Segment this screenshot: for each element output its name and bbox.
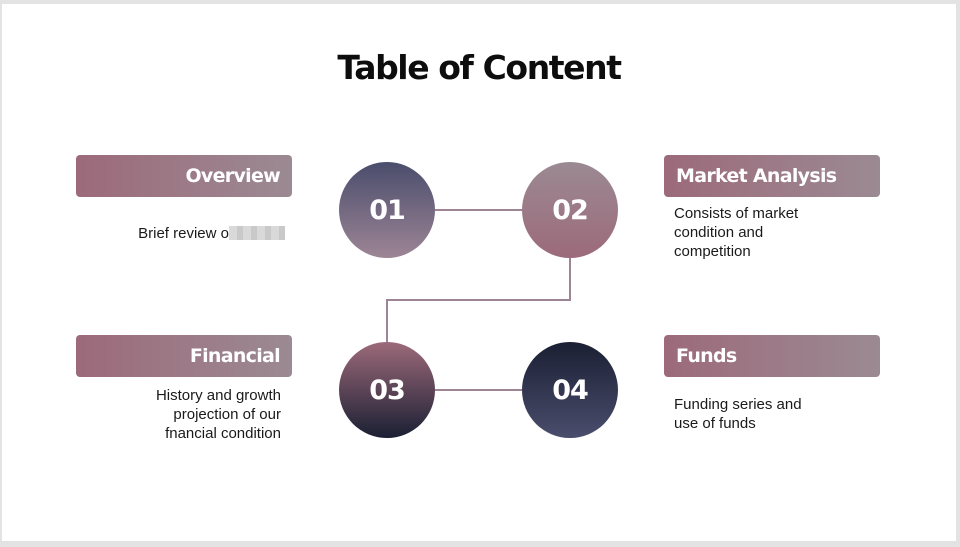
slide: Table of Content Overview Brief review o… bbox=[2, 4, 956, 541]
desc-line: competition bbox=[674, 243, 751, 260]
desc-line: projection of our bbox=[173, 406, 281, 423]
page-title: Table of Content bbox=[337, 48, 622, 87]
desc-line: use of funds bbox=[674, 415, 756, 432]
label-market-analysis: Market Analysis bbox=[664, 155, 880, 197]
desc-financial: History and growth projection of our fna… bbox=[81, 386, 281, 443]
desc-line: condition and bbox=[674, 224, 764, 241]
circle-04: 04 bbox=[522, 342, 618, 438]
desc-overview-text: Brief review o bbox=[138, 225, 229, 242]
label-financial: Financial bbox=[76, 335, 292, 377]
desc-market-analysis: Consists of market condition and competi… bbox=[674, 204, 874, 261]
desc-funds: Funding series and use of funds bbox=[674, 395, 874, 433]
circle-03: 03 bbox=[339, 342, 435, 438]
desc-overview: Brief review o bbox=[85, 224, 285, 243]
label-overview: Overview bbox=[76, 155, 292, 197]
redacted-text bbox=[229, 226, 285, 240]
connector-lines bbox=[386, 209, 571, 391]
circle-01: 01 bbox=[339, 162, 435, 258]
connector-02-03 bbox=[386, 258, 571, 344]
circle-02: 02 bbox=[522, 162, 618, 258]
desc-line: History and growth bbox=[155, 387, 281, 404]
desc-line: Funding series and bbox=[674, 396, 802, 413]
desc-line: fnancial condition bbox=[165, 425, 281, 442]
desc-line: Consists of market bbox=[674, 205, 799, 222]
label-funds: Funds bbox=[664, 335, 880, 377]
